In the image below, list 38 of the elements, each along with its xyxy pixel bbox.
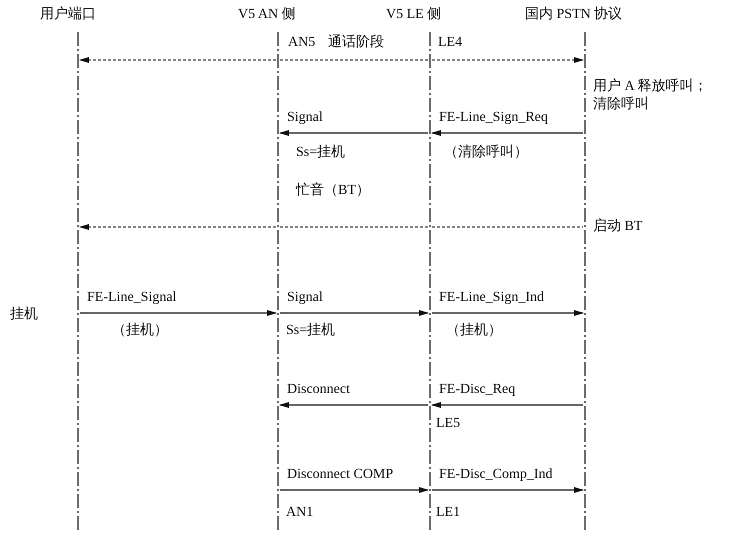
lifeline-header: V5 AN 侧 — [238, 6, 296, 24]
message-arrow — [432, 57, 584, 63]
edge-label: FE-Line_Sign_Req — [438, 109, 549, 127]
edge-label: Signal — [286, 109, 324, 127]
message-arrow — [431, 130, 583, 136]
note-text: AN1 — [286, 504, 314, 522]
note-text: 挂机 — [10, 306, 38, 324]
edge-label: FE-Disc_Comp_Ind — [438, 466, 554, 484]
note-text: LE1 — [436, 504, 460, 522]
note-text: 启动 BT — [593, 218, 642, 236]
note-text: Ss=挂机 — [286, 322, 336, 340]
message-arrow — [280, 310, 429, 316]
edge-label: Signal — [286, 289, 324, 307]
note-text: 忙音（BT） — [296, 182, 370, 200]
edge-label: FE-Disc_Req — [438, 381, 516, 399]
message-arrow — [79, 224, 276, 230]
lifeline-header: V5 LE 侧 — [386, 6, 442, 24]
lifeline-header: 国内 PSTN 协议 — [525, 6, 622, 24]
message-arrow — [432, 487, 584, 493]
note-text: LE5 — [436, 415, 460, 433]
message-arrow — [280, 487, 429, 493]
note-text: （清除呼叫） — [444, 144, 528, 162]
edge-label: FE-Line_Sign_Ind — [438, 289, 545, 307]
note-text: （挂机） — [446, 322, 502, 340]
message-arrow — [279, 130, 428, 136]
message-arrow — [80, 310, 277, 316]
message-arrow — [279, 402, 428, 408]
note-text: LE4 — [438, 34, 462, 52]
note-text: 通话阶段 — [328, 34, 384, 52]
message-arrow — [79, 57, 276, 63]
note-text: 用户 A 释放呼叫；清除呼叫 — [593, 78, 708, 114]
edge-label: FE-Line_Signal — [86, 289, 178, 307]
lifeline-header: 用户端口 — [40, 6, 96, 24]
message-arrow — [431, 402, 583, 408]
note-text: （挂机） — [112, 322, 168, 340]
note-text: Ss=挂机 — [296, 144, 346, 162]
message-arrow — [432, 310, 584, 316]
note-text: AN5 — [288, 34, 316, 52]
